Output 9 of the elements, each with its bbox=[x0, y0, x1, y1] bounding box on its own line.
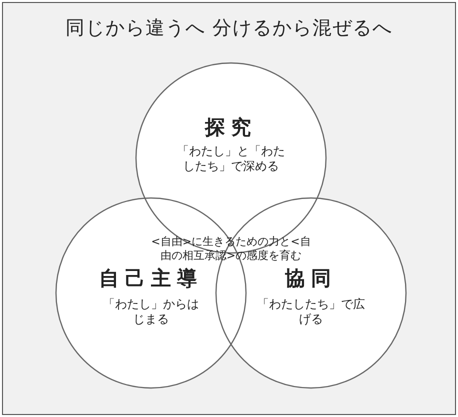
circle-description: 「わたし」からはじまる bbox=[102, 297, 200, 327]
circle-description: 「わたしたち」で広げる bbox=[256, 297, 366, 327]
venn-circle bbox=[215, 197, 407, 389]
title: 同じから違うへ 分けるから混ぜるへ bbox=[64, 16, 394, 41]
circle-heading: 探究 bbox=[204, 114, 258, 141]
circle-description: 「わたし」と「わたしたち」で深める bbox=[176, 144, 286, 174]
circle-heading: 協同 bbox=[284, 265, 338, 292]
circle-heading: 自己主導 bbox=[98, 265, 204, 292]
venn-circle bbox=[55, 197, 247, 389]
